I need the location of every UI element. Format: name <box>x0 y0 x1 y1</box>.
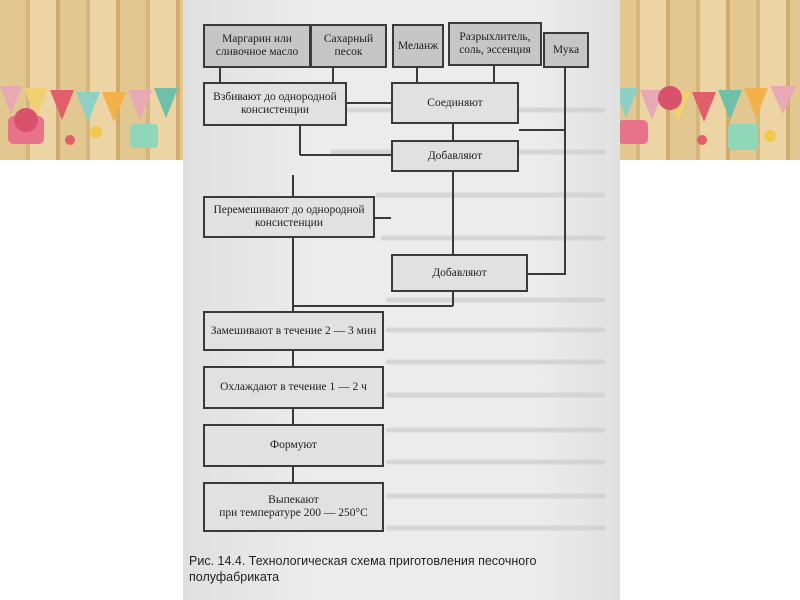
step-mix-until-smooth: Перемешивают до однородной консистенции <box>203 196 375 238</box>
step-add-first-label: Добавляют <box>427 149 483 162</box>
input-sugar: Сахарный песок <box>310 24 387 68</box>
bunting-garland-right <box>610 80 800 160</box>
step-bake: Выпекают при температуре 200 — 250°С <box>203 482 384 532</box>
input-margarine-or-butter: Маргарин или сливочное масло <box>203 24 311 68</box>
step-combine-label: Соединяют <box>427 96 483 109</box>
step-add-second: Добавляют <box>391 254 528 292</box>
step-combine: Соединяют <box>391 82 519 124</box>
step-shape: Формуют <box>203 424 384 467</box>
input-melange-label: Меланж <box>397 39 439 52</box>
step-knead-label: Замешивают в течение 2 — 3 мин <box>210 324 377 337</box>
step-beat-until-smooth: Взбивают до однородной консистенции <box>203 82 347 126</box>
step-add-second-label: Добавляют <box>432 266 487 279</box>
input-melange: Меланж <box>392 24 444 68</box>
flow-diagram: Маргарин или сливочное масло Сахарный пе… <box>183 0 620 560</box>
input-leavening-label: Разрыхлитель, соль, эссенция <box>459 31 531 56</box>
step-cool: Охлаждают в течение 1 — 2 ч <box>203 366 384 409</box>
decorative-wood-panel-left <box>0 0 185 160</box>
step-add-first: Добавляют <box>391 140 519 172</box>
step-cool-label: Охлаждают в течение 1 — 2 ч <box>220 381 367 393</box>
scanned-page: Маргарин или сливочное масло Сахарный пе… <box>183 0 620 600</box>
step-shape-label: Формуют <box>270 439 317 451</box>
input-margarine-label: Маргарин или сливочное масло <box>215 33 299 58</box>
step-bake-label: Выпекают при температуре 200 — 250°С <box>219 494 368 519</box>
step-mix-label: Перемешивают до однородной консистенции <box>213 204 365 229</box>
figure-caption: Рис. 14.4. Технологическая схема пригото… <box>189 554 537 584</box>
bunting-garland-left <box>0 80 185 160</box>
input-sugar-label: Сахарный песок <box>323 33 374 58</box>
decorative-wood-panel-right <box>610 0 800 160</box>
step-knead: Замешивают в течение 2 — 3 мин <box>203 311 384 351</box>
input-leavening-salt-essence: Разрыхлитель, соль, эссенция <box>448 22 542 66</box>
input-flour-label: Мука <box>552 43 580 56</box>
input-flour: Мука <box>543 32 589 68</box>
step-beat-label: Взбивают до однородной консистенции <box>213 91 337 116</box>
